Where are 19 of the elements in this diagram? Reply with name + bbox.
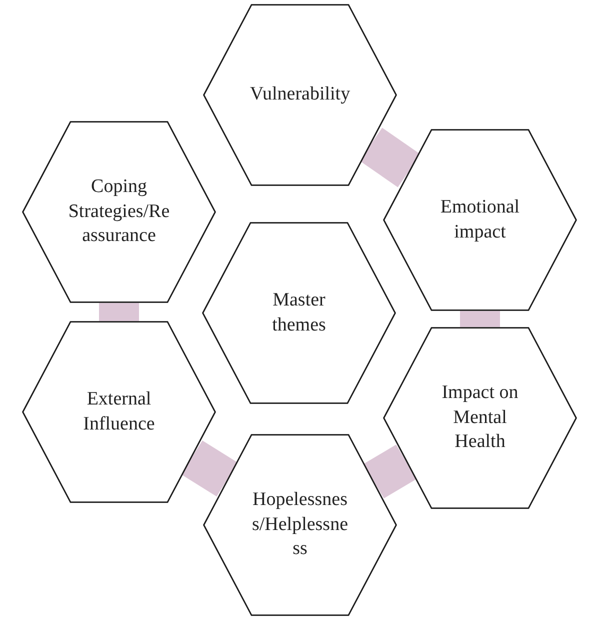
connector-band	[363, 444, 417, 498]
hexagon-node	[203, 4, 397, 186]
hexagon-node	[22, 321, 216, 503]
hexagon-node	[383, 327, 577, 509]
hexagon-node	[203, 434, 397, 616]
connector-band	[181, 440, 238, 497]
node-label: Master themes	[271, 288, 327, 337]
node-label: Emotional impact	[439, 195, 521, 244]
node-label: Hopelessnes s/Helplessne ss	[250, 488, 350, 562]
connector-band	[99, 303, 139, 321]
connector-band	[460, 311, 500, 327]
node-label: Coping Strategies/Re assurance	[67, 174, 171, 248]
hexagon-node	[383, 129, 577, 311]
node-label: Vulnerability	[248, 82, 352, 107]
node-label: External Influence	[82, 387, 156, 436]
hexagon-node	[202, 222, 396, 404]
node-label: Impact on Mental Health	[440, 380, 520, 454]
connector-band	[359, 128, 421, 188]
hexagon-node	[22, 121, 216, 303]
